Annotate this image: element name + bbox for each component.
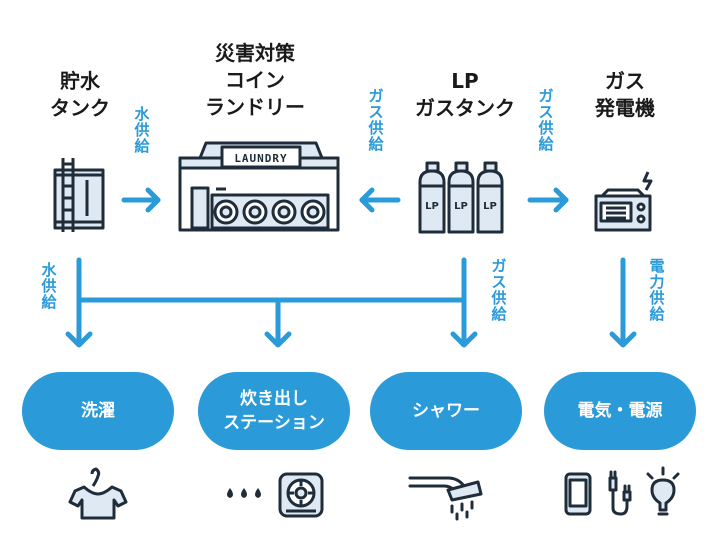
water-tank-icon <box>53 158 105 232</box>
arrow-tank-to-laundry <box>121 187 161 213</box>
gas-cylinders-icon <box>418 161 504 234</box>
tank-title: 貯水 タンク <box>50 69 110 120</box>
cylinder-label-1: LP <box>425 201 439 212</box>
use-cooking-station-pill: 炊き出し ステーション <box>198 372 350 450</box>
cylinder-label-2: LP <box>454 201 468 212</box>
distribution-lines <box>76 257 626 347</box>
bulb-icon <box>646 466 680 516</box>
flow-label-gas-down: ガス供給 <box>491 257 507 323</box>
smartphone-icon <box>564 472 592 516</box>
use-laundry-pill: 洗濯 <box>22 372 174 450</box>
generator-icon <box>594 171 653 232</box>
use-electricity-pill: 電気・電源 <box>544 372 696 450</box>
shower-icon <box>408 476 483 521</box>
phone-plug-bulb-icon <box>564 466 680 516</box>
stove-icon <box>278 472 324 518</box>
arrow-gas-to-laundry <box>359 187 401 213</box>
laundry-building-icon <box>178 141 340 232</box>
flow-label-tank-down: 水供給 <box>41 261 57 311</box>
flow-label-gas-to-generator: ガス供給 <box>538 87 554 153</box>
arrowheads-down <box>65 331 637 348</box>
arrow-gas-to-generator <box>527 187 569 213</box>
lp-gas-title: LP ガスタンク <box>415 69 515 120</box>
laundry-title: 災害対策 コイン ランドリー <box>205 41 305 119</box>
water-drops-icon <box>227 488 261 498</box>
use-shower-pill: シャワー <box>370 372 522 450</box>
flow-label-tank-to-laundry: 水供給 <box>134 105 150 155</box>
flow-label-generator-down: 電力供給 <box>649 257 665 323</box>
generator-title: ガス 発電機 <box>595 69 655 120</box>
plug-icon <box>608 470 632 516</box>
flow-label-gas-to-laundry: ガス供給 <box>368 87 384 153</box>
laundry-sign-text: LAUNDRY <box>234 152 287 165</box>
cylinder-label-3: LP <box>483 201 497 212</box>
tshirt-icon <box>68 467 128 520</box>
